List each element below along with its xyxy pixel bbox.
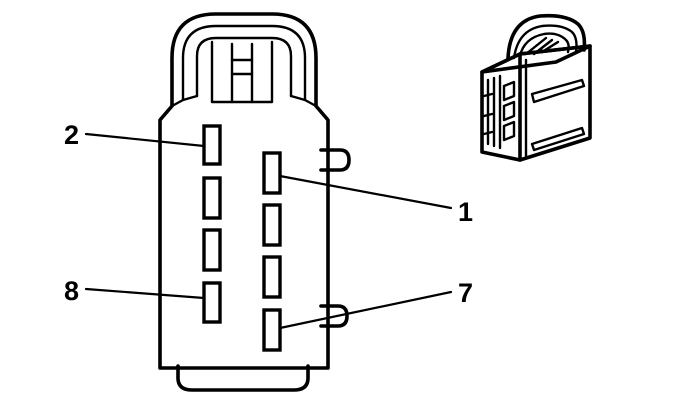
lock-outer-loop xyxy=(181,24,307,102)
iso-latch-arch xyxy=(506,13,587,60)
iso-side-slot-lower xyxy=(530,126,586,152)
leader-line-pin-1 xyxy=(278,174,453,210)
pin-cavity xyxy=(262,203,282,247)
lock-slider-center-tab xyxy=(230,58,254,76)
callout-pin-8: 8 xyxy=(64,276,79,306)
callout-pin-1: 1 xyxy=(458,197,473,227)
iso-latch-arch-inner-2 xyxy=(518,32,570,58)
bottom-tab xyxy=(176,364,310,392)
iso-side-slot-upper xyxy=(530,78,586,104)
pin-cavity xyxy=(262,151,282,195)
pin-cavity xyxy=(202,124,222,166)
leader-line-pin-2 xyxy=(84,132,206,148)
iso-front-windows xyxy=(502,80,516,142)
callout-pin-7: 7 xyxy=(458,278,473,308)
callouts: 2 1 8 7 xyxy=(64,120,473,330)
leader-line-pin-7 xyxy=(278,290,453,330)
connector-isometric-view xyxy=(480,13,592,162)
pin-cavity xyxy=(202,228,222,272)
leader-line-pin-8 xyxy=(84,287,206,300)
iso-top-face xyxy=(480,44,592,74)
pin-cavity xyxy=(202,281,222,324)
lock-shoulders xyxy=(170,94,318,108)
connector-housing xyxy=(158,12,330,370)
iso-front-ribs xyxy=(486,74,502,150)
pin-cavity xyxy=(262,308,282,352)
iso-front-notches xyxy=(482,92,494,136)
lock-inner-loop xyxy=(195,36,293,98)
callout-pin-2: 2 xyxy=(64,120,79,150)
connector-face-view xyxy=(158,12,351,392)
iso-side-face xyxy=(518,44,592,162)
iso-latch-arch-inner-1 xyxy=(512,24,578,60)
iso-latch-ridges xyxy=(524,36,560,56)
lock-slider xyxy=(210,40,274,104)
upper-side-tab xyxy=(319,148,351,172)
pin-cavity xyxy=(202,176,222,220)
lower-side-tab xyxy=(319,304,349,328)
pin-cavity xyxy=(262,255,282,299)
